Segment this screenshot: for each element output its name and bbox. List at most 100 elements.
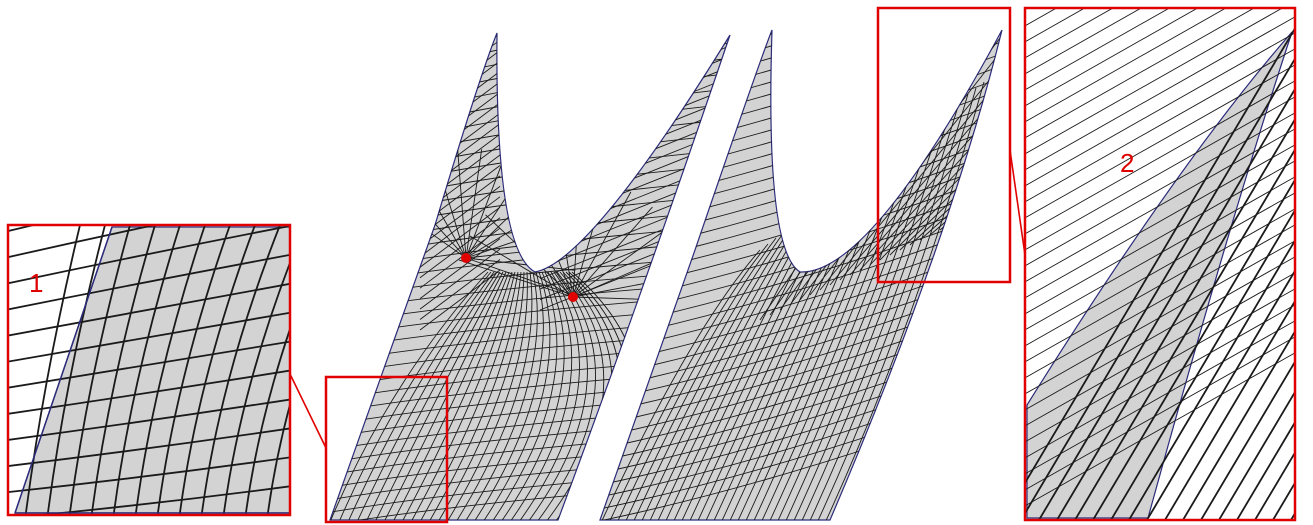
inset-2-grid-diagonal-a [1163,299,1295,520]
mesh-line-arm [539,83,730,165]
mesh-line-arm [539,93,730,175]
mesh-line-longitudinal [401,271,513,520]
mesh-line-longitudinal [500,271,565,520]
mesh-line-longitudinal [419,271,519,520]
callout-label-2: 2 [1120,148,1134,178]
inset-2-grid-diagonal-a [1306,20,1313,525]
mesh-line-longitudinal [607,243,769,520]
mesh-line-fan [465,257,571,295]
mesh-line-transverse [330,33,730,106]
mesh-line-longitudinal [455,271,533,520]
mesh-line-longitudinal [823,81,985,520]
mesh-line-arm [419,196,501,258]
mesh-line-transverse [330,192,730,256]
inset-1-grid-longitudinal [68,225,131,515]
inset-2-grid-diagonal-a [1055,117,1295,520]
mesh-line-transverse [330,33,730,68]
mesh-line-longitudinal [330,271,489,520]
inset-2-grid-diagonal-a [1181,329,1295,520]
mesh-line-arm [909,59,1002,246]
mesh-line-longitudinal [392,271,510,520]
inset-2-grid-diagonal-b [1025,320,1295,475]
mesh-line-longitudinal [383,271,507,520]
inset-2-grid-diagonal-a [1235,420,1295,520]
singular-point-marker [568,292,578,302]
mesh-line-longitudinal [428,271,522,520]
mesh-line-arm [419,259,501,320]
inset-2-grid-diagonal-b [1025,192,1295,347]
mesh-line-fan [465,257,576,271]
inset-2-grid-diagonal-b [1025,208,1295,363]
mesh-line-longitudinal [615,237,777,520]
inset-2-frame [1023,6,1297,522]
mesh-line-fan [572,206,653,298]
inset-1-grid-transverse [8,456,290,494]
inset-2-grid-diagonal-b [1025,240,1295,395]
mesh-line-arm [419,227,501,289]
mesh-line-longitudinal [491,271,558,520]
right-mesh-surface [599,29,1003,521]
mesh-line-longitudinal [482,271,551,520]
inset-2-grid-diagonal-b [1025,160,1295,315]
inset-2-grid-diagonal-b [1025,8,1171,91]
inset-2-grid-diagonal-b [1025,8,1227,123]
inset-1-grid-transverse [8,253,290,311]
mesh-line-longitudinal [518,271,580,520]
mesh-line-transverse [600,30,1002,82]
inset-2-grid-diagonal-b [1025,8,1058,27]
mesh-line-transverse [600,30,1002,70]
inset-2-grid-diagonal-b [1025,224,1295,379]
mesh-line-longitudinal [347,271,495,520]
inset-1-grid-longitudinal [134,225,206,515]
mesh-line-arm [419,206,501,268]
mesh-line-fan [572,191,632,298]
inset-2-grid-diagonal-b [1025,112,1295,267]
mesh-line-arm [419,269,501,331]
inset-2-grid-diagonal-b [1025,48,1295,203]
inset-2-grid-diagonal-b [1025,8,1086,43]
inset-2-grid-diagonal-b [1025,32,1295,187]
mesh-line-transverse [330,33,730,43]
inset-2-grid-diagonal-b [1025,288,1295,443]
mesh-line-longitudinal [791,105,953,520]
mesh-line-transverse [330,176,730,243]
mesh-line-transverse [330,33,730,93]
mesh-line-longitudinal [473,271,544,520]
inset-2-grid-diagonal-b [1025,96,1295,251]
mesh-line-longitudinal [446,271,528,520]
inset-1-grid-longitudinal [266,401,290,515]
mesh-line-longitudinal [623,231,785,520]
mesh-line-fan [572,226,671,298]
inset-2-grid-diagonal-a [1073,147,1295,520]
inset-1-grid-longitudinal [156,225,231,515]
connector-line-1 [289,373,327,449]
mesh-line-fan [457,148,467,259]
inset-1-grid-longitudinal [112,225,181,515]
mesh-line-longitudinal [509,271,573,520]
mesh-line-transverse [300,0,760,30]
inset-2-grid-diagonal-b [1025,16,1295,171]
mesh-line-longitudinal [807,93,969,520]
inset-2-grid-diagonal-a [1037,87,1295,520]
mesh-line-transverse [580,0,1020,21]
connector-line-2 [1009,149,1026,256]
mesh-line-transverse [330,207,730,268]
inset-2-grid-diagonal-b [1025,8,1114,59]
mesh-line-longitudinal [437,271,525,520]
mesh-line-arm [539,62,730,144]
mesh-line-arm [539,72,730,154]
inset-2-grid-diagonal-b [1025,176,1295,331]
inset-2-grid-diagonal-b [1025,8,1284,155]
inset-2-grid-diagonal-b [1025,64,1295,219]
mesh-line-arm [419,186,501,247]
mesh-line-longitudinal [545,271,605,520]
inset-2-grid-diagonal-b [1025,8,1143,75]
mesh-line-transverse [600,30,1002,34]
inset-1-grid-transverse [8,311,290,363]
inset-1-grid-longitudinal [46,225,106,515]
mesh-line-transverse [600,30,1002,94]
mesh-line-longitudinal [639,219,801,520]
inset-1-grid-longitudinal [200,225,281,515]
inset-1-grid-transverse [8,369,290,415]
inset-2-grid-diagonal-b [1025,256,1295,411]
